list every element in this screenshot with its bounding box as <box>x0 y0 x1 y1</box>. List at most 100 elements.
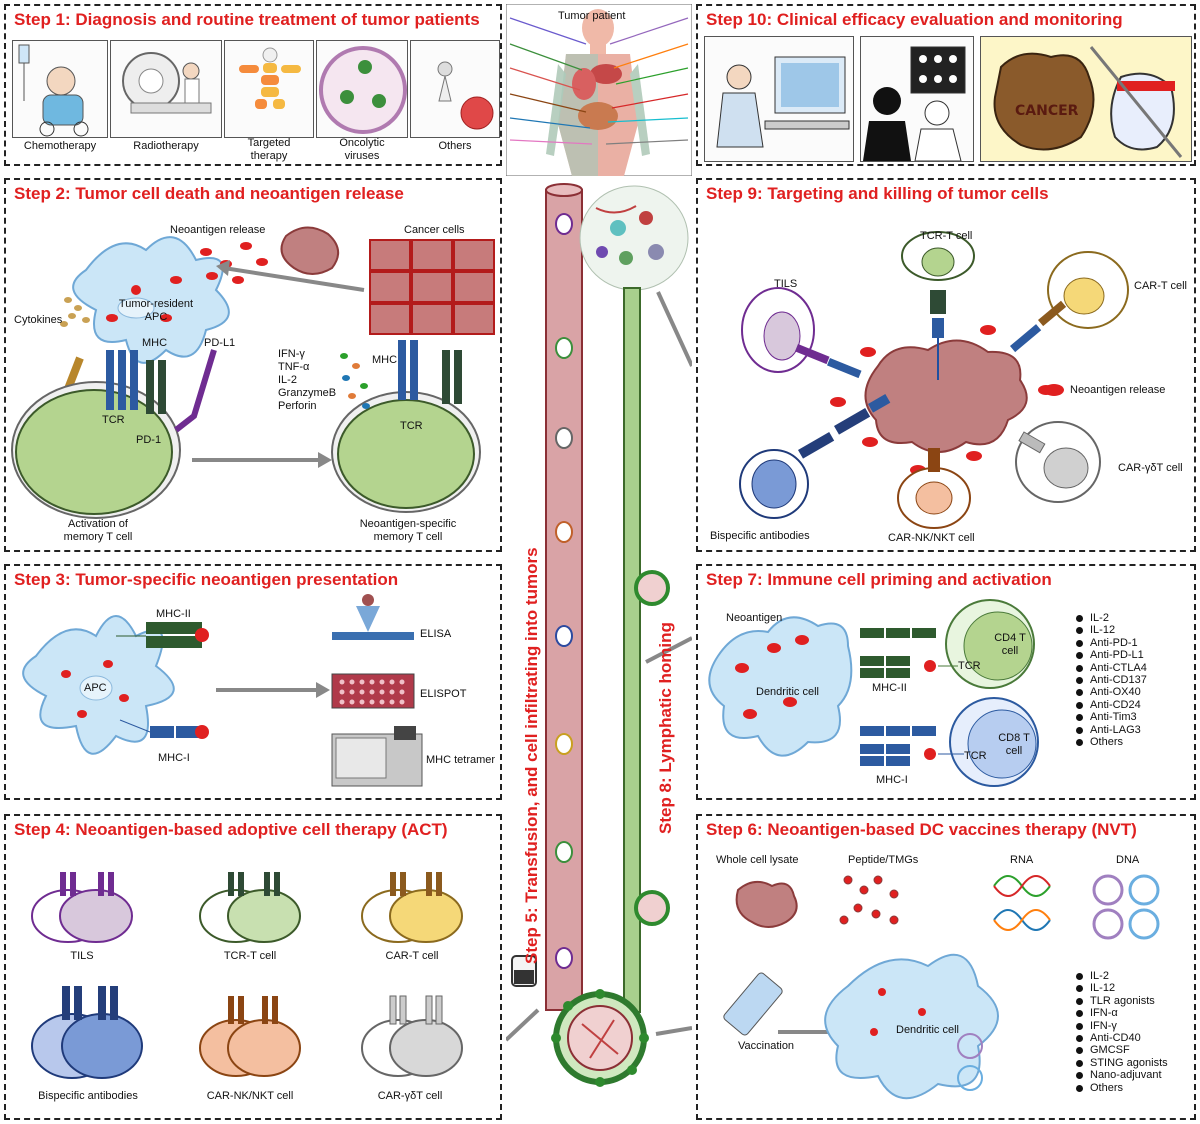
tumor-resident-apc-label: Tumor-resident APC <box>118 298 194 323</box>
neoantigen-release-label: Neoantigen release <box>170 224 266 236</box>
mhc1-label: MHC-I <box>158 752 190 764</box>
tcr-t-label: TCR-T cell <box>223 950 277 962</box>
tcr1-label: TCR <box>958 660 981 672</box>
agent-item: Anti-Tim3 <box>1076 711 1147 723</box>
agent-item: Others <box>1076 736 1147 748</box>
step4-title: Step 4: Neoantigen-based adoptive cell t… <box>14 820 448 839</box>
mhc2-label: MHC-II <box>156 608 191 620</box>
dendritic-cell-label: Dendritic cell <box>756 686 819 698</box>
step9-title: Step 9: Targeting and killing of tumor c… <box>706 184 1049 203</box>
activation-label: Activation of memory T cell <box>63 518 133 543</box>
step3-title: Step 3: Tumor-specific neoantigen presen… <box>14 570 399 589</box>
bispecific-label: Bispecific antibodies <box>710 530 810 542</box>
others-treatment-image <box>410 40 500 138</box>
radiotherapy-label: Radiotherapy <box>133 140 199 152</box>
agent-item: Anti-LAG3 <box>1076 724 1147 736</box>
oncolytic-viruses-label: Oncolytic viruses <box>339 137 385 162</box>
pd1-label: PD-1 <box>136 434 162 446</box>
step3-panel: Step 3: Tumor-specific neoantigen presen… <box>4 564 502 800</box>
apc-label: APC <box>84 682 107 694</box>
agent-item: Anti-PD-1 <box>1076 637 1147 649</box>
adjuvant-item: IFN-α <box>1076 1007 1168 1019</box>
adjuvant-item: IFN-γ <box>1076 1020 1168 1032</box>
tcr-t-label: TCR-T cell <box>920 230 973 242</box>
tumor-patient-figure: Tumor patient <box>506 4 692 176</box>
adjuvant-item: TLR agonists <box>1076 995 1168 1007</box>
center-column: Step 5: Transfusion, and cell infiltrati… <box>506 178 692 1124</box>
step7-agents-list: IL-2 IL-12 Anti-PD-1 Anti-PD-L1 Anti-CTL… <box>1076 612 1147 748</box>
dna-label: DNA <box>1116 854 1140 866</box>
radiotherapy-image <box>110 40 222 138</box>
agent-item: IL-2 <box>1076 612 1147 624</box>
adjuvant-item: IL-12 <box>1076 982 1168 994</box>
step2-title: Step 2: Tumor cell death and neoantigen … <box>14 184 404 203</box>
chemotherapy-image <box>12 40 108 138</box>
adjuvant-item: Others <box>1076 1082 1168 1094</box>
neo-release-label: Neoantigen release <box>1070 384 1166 396</box>
step5-title: Step 5: Transfusion, and cell infiltrati… <box>522 547 541 964</box>
others-label: Others <box>438 140 472 152</box>
adjuvant-item: GMCSF <box>1076 1044 1168 1056</box>
xray-review-image <box>860 36 974 162</box>
step2-panel: Step 2: Tumor cell death and neoantigen … <box>4 178 502 552</box>
agent-item: IL-12 <box>1076 624 1147 636</box>
step6-adjuvant-list: IL-2 IL-12 TLR agonists IFN-α IFN-γ Anti… <box>1076 970 1168 1094</box>
dendritic-cell-label: Dendritic cell <box>896 1024 959 1036</box>
chemotherapy-label: Chemotherapy <box>23 140 97 152</box>
cd8-label: CD8 T cell <box>998 732 1030 757</box>
neoantigen-label: Neoantigen <box>726 612 783 624</box>
mhc2-label: MHC-II <box>872 682 907 694</box>
car-nk-label: CAR-NK/NKT cell <box>888 532 975 544</box>
adjuvant-item: IL-2 <box>1076 970 1168 982</box>
agent-item: Anti-CD137 <box>1076 674 1147 686</box>
step6-title: Step 6: Neoantigen-based DC vaccines the… <box>706 820 1137 839</box>
mhc1-label: MHC-I <box>876 774 908 786</box>
car-nk-label: CAR-NK/NKT cell <box>206 1090 294 1102</box>
elisa-label: ELISA <box>420 628 452 640</box>
step10-title: Step 10: Clinical efficacy evaluation an… <box>706 10 1123 29</box>
step10-panel: Step 10: Clinical efficacy evaluation an… <box>696 4 1196 166</box>
tcr-left-label: TCR <box>102 414 125 426</box>
car-gdt-label: CAR-γδT cell <box>377 1090 443 1102</box>
step6-panel: Step 6: Neoantigen-based DC vaccines the… <box>696 814 1196 1120</box>
pdl1-label: PD-L1 <box>204 337 236 349</box>
mhc-right-label: MHC <box>372 354 398 366</box>
whole-cell-lysate-label: Whole cell lysate <box>716 854 799 866</box>
cd4-label: CD4 T cell <box>994 632 1026 657</box>
step1-title: Step 1: Diagnosis and routine treatment … <box>14 10 480 29</box>
car-t-label: CAR-T cell <box>1134 280 1187 292</box>
agent-item: Anti-OX40 <box>1076 686 1147 698</box>
neo-memory-label: Neoantigen-specific memory T cell <box>359 518 457 543</box>
bispecific-label: Bispecific antibodies <box>38 1090 138 1102</box>
svg-text:CANCER: CANCER <box>1015 103 1079 119</box>
step9-panel: Step 9: Targeting and killing of tumor c… <box>696 178 1196 552</box>
tcr-right-label: TCR <box>400 420 423 432</box>
tils-label: TILS <box>70 950 94 962</box>
peptide-tmgs-label: Peptide/TMGs <box>848 854 919 866</box>
elispot-label: ELISPOT <box>420 688 467 700</box>
vaccination-label: Vaccination <box>738 1040 795 1052</box>
cytokines-label: Cytokines <box>14 314 63 326</box>
rna-label: RNA <box>1010 854 1034 866</box>
adjuvant-item: STING agonists <box>1076 1057 1168 1069</box>
tetramer-label: MHC tetramer <box>426 754 496 766</box>
cytokine-list-label: IFN-γ TNF-α IL-2 GranzymeB Perforin <box>278 348 337 412</box>
tumor-patient-label: Tumor patient <box>558 10 626 22</box>
doctor-screen-image <box>704 36 854 162</box>
car-t-label: CAR-T cell <box>385 950 439 962</box>
agent-item: Anti-PD-L1 <box>1076 649 1147 661</box>
targeted-therapy-image <box>224 40 314 138</box>
step8-title: Step 8: Lymphatic homing <box>656 622 675 834</box>
tcr2-label: TCR <box>964 750 987 762</box>
step1-panel: Step 1: Diagnosis and routine treatment … <box>4 4 502 166</box>
cancer-cells-label: Cancer cells <box>404 224 465 236</box>
fighting-cancer-image: CANCER <box>980 36 1192 162</box>
step7-panel: Step 7: Immune cell priming and activati… <box>696 564 1196 800</box>
mhc-left-label: MHC <box>142 337 168 349</box>
adjuvant-item: Nano-adjuvant <box>1076 1069 1168 1081</box>
targeted-therapy-label: Targeted therapy <box>247 137 291 162</box>
step4-panel: Step 4: Neoantigen-based adoptive cell t… <box>4 814 502 1120</box>
agent-item: Anti-CD24 <box>1076 699 1147 711</box>
oncolytic-virus-image <box>316 40 408 138</box>
agent-item: Anti-CTLA4 <box>1076 662 1147 674</box>
